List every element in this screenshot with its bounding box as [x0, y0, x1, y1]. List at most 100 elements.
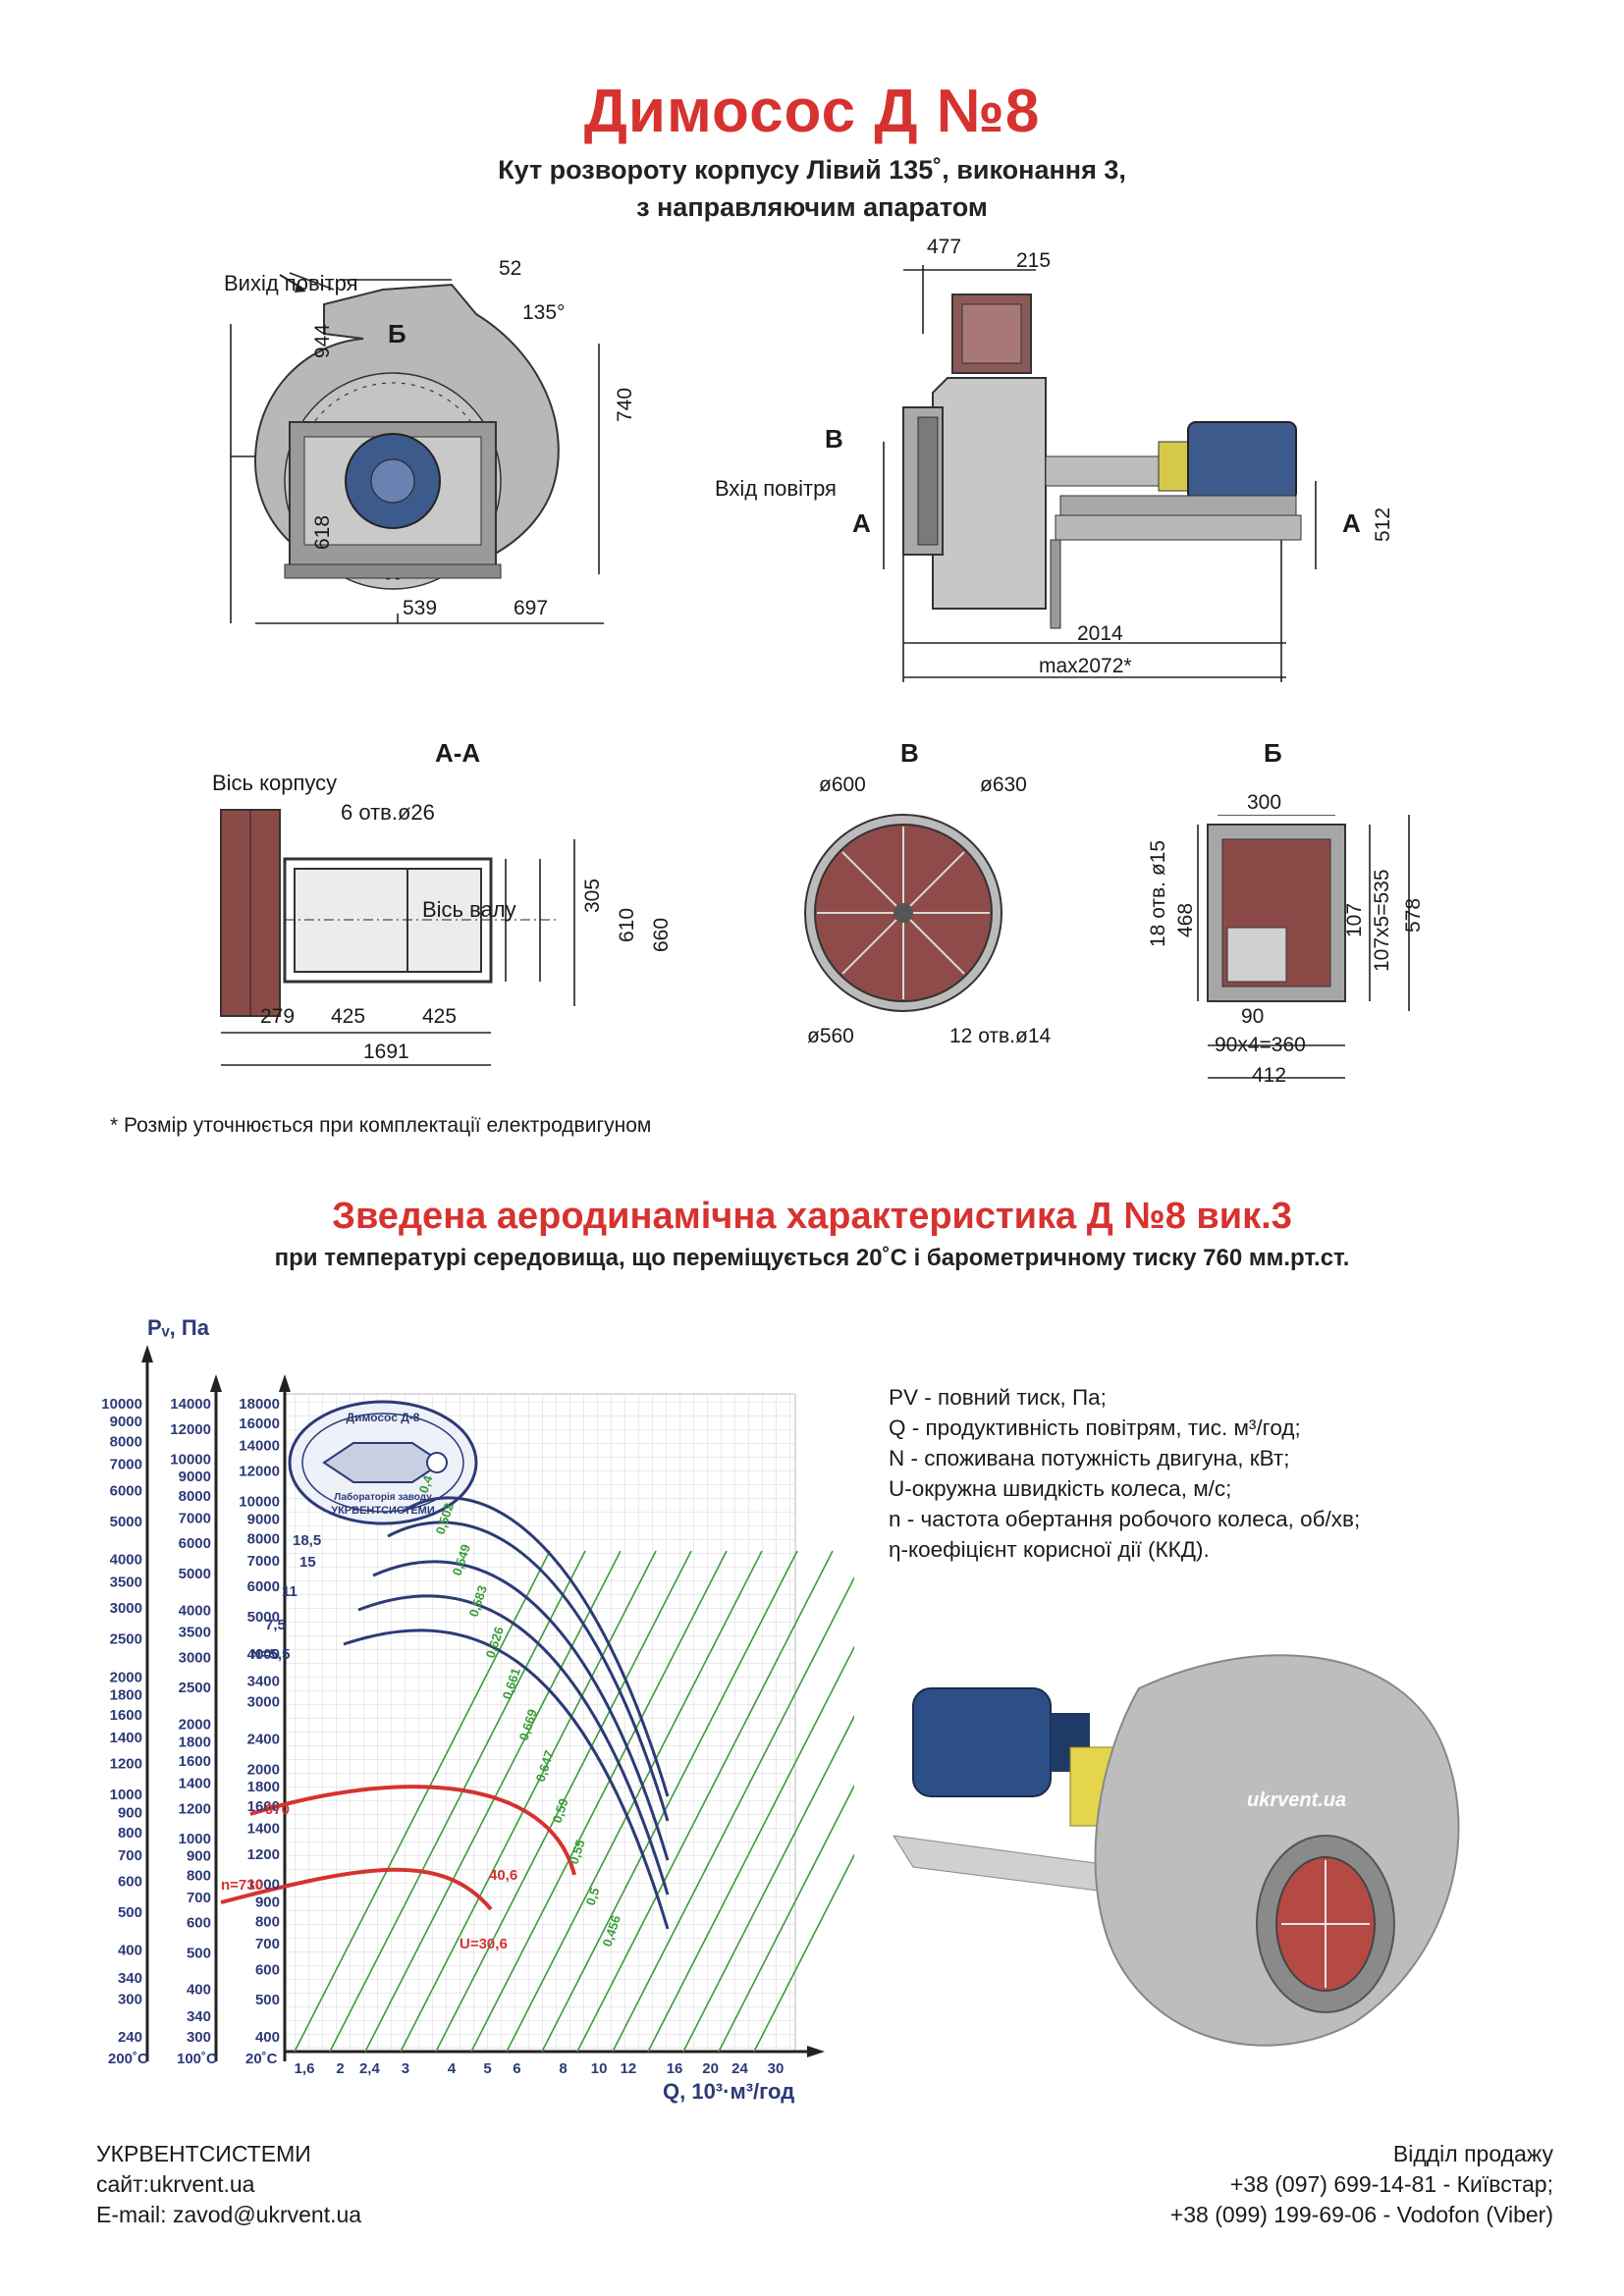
- section-aa-title: А-А: [435, 738, 481, 768]
- y-tick-label: 500: [187, 1945, 211, 1961]
- dim-618: 618: [311, 514, 334, 550]
- power-curve: [402, 1496, 670, 1797]
- section-b-drawing: [1197, 815, 1410, 1079]
- dim-52: 52: [499, 257, 522, 280]
- efficiency-line: [470, 1550, 728, 2053]
- watermark-3d: ukrvent.ua: [1247, 1789, 1346, 1811]
- x-tick-label: 24: [731, 2060, 748, 2077]
- fan-3d-image: ukrvent.ua: [893, 1654, 1460, 2047]
- efficiency-line: [576, 1550, 834, 2053]
- y-tick-label: 500: [255, 1992, 280, 2008]
- y-tick-label: 6000: [179, 1535, 211, 1552]
- v-label: В: [825, 424, 843, 454]
- y-tick-label: 3000: [110, 1600, 142, 1617]
- motor-front-icon: [1187, 421, 1297, 502]
- y-tick-label: 10000: [239, 1494, 280, 1511]
- y-tick-label: 240: [118, 2029, 142, 2046]
- legend-item: η-коефіцієнт корисної дії (ККД).: [889, 1537, 1210, 1562]
- y-tick-label: 9000: [110, 1414, 142, 1430]
- y-tick-label: 2000: [110, 1669, 142, 1685]
- y-tick-label: 700: [255, 1936, 280, 1952]
- efficiency-line: [294, 1550, 551, 2053]
- logo-brand: УКРВЕНТСИСТЕМИ: [331, 1505, 435, 1517]
- y-axis-label: Pᵥ, Па: [147, 1315, 210, 1340]
- shaft-axis-label: Вісь валу: [422, 897, 516, 922]
- efficiency-line: [400, 1550, 657, 2053]
- power-curve: [343, 1629, 670, 1930]
- y-tick-label: 1000: [179, 1831, 211, 1847]
- power-curve: [372, 1560, 670, 1861]
- legend-item: n - частота обертання робочого колеса, о…: [889, 1507, 1361, 1531]
- footer-right: Відділ продажу +38 (097) 699-14-81 - Киї…: [1170, 2139, 1553, 2230]
- subtitle-line1: Кут розвороту корпусу Лівий 135˚, викона…: [498, 155, 1126, 185]
- section-v-drawing: [804, 814, 1002, 1012]
- footnote: * Розмір уточнюється при комплектації ел…: [110, 1114, 652, 1137]
- y-tick-label: 5000: [179, 1566, 211, 1582]
- y-tick-label: 900: [187, 1848, 211, 1865]
- phone-2[interactable]: +38 (099) 199-69-06 - Vodofon (Viber): [1169, 2202, 1553, 2227]
- y-tick-label: 4000: [179, 1602, 211, 1619]
- efficiency-line: [753, 1853, 854, 2053]
- x-axis-label: Q, 10³·м³/год: [663, 2079, 794, 2104]
- speed-curve-970: [249, 1785, 576, 1876]
- dim-215: 215: [1016, 249, 1052, 272]
- y-tick-label: 7000: [247, 1553, 280, 1570]
- power-label: N=5,5: [250, 1646, 290, 1663]
- y-tick-label: 4000: [247, 1646, 280, 1663]
- dim-305: 305: [581, 878, 604, 913]
- efficiency-label: 0,59: [550, 1796, 571, 1825]
- x-tick-label: 2: [336, 2060, 344, 2077]
- x-tick-label: 1,6: [295, 2060, 315, 2077]
- y-tick-label: 600: [187, 1915, 211, 1932]
- y-tick-label: 3500: [179, 1625, 211, 1641]
- dim-2014: 2014: [1077, 622, 1123, 645]
- y-tick-label: 1600: [110, 1707, 142, 1724]
- x-tick-label: 6: [513, 2060, 520, 2077]
- y-tick-label: 2000: [179, 1717, 211, 1734]
- a-label-right: А: [1342, 508, 1361, 538]
- dim-max2072: max2072*: [1039, 655, 1132, 677]
- dim-697: 697: [514, 597, 549, 619]
- y-tick-label: 1800: [179, 1734, 211, 1750]
- y-tick-label: 12000: [239, 1464, 280, 1480]
- outlet-label: Вихід повітря: [224, 271, 358, 295]
- y-tick-label: 1400: [247, 1821, 280, 1838]
- y-tick-label: 1600: [179, 1753, 211, 1770]
- y-tick-label: 2000: [247, 1761, 280, 1778]
- y-tick-label: 1000: [247, 1877, 280, 1894]
- dim-90: 90: [1241, 1005, 1265, 1028]
- y-tick-label: 4000: [110, 1551, 142, 1568]
- y-tick-label: 14000: [170, 1396, 211, 1413]
- y-tick-label: 5000: [110, 1514, 142, 1530]
- y-tick-label: 2500: [179, 1680, 211, 1696]
- y-tick-label: 700: [187, 1890, 211, 1906]
- y-tick-label: 340: [187, 2008, 211, 2025]
- efficiency-line: [682, 1714, 854, 2053]
- dim-1691: 1691: [363, 1041, 409, 1063]
- b-label: Б: [388, 319, 406, 348]
- y-tick-label: 1000: [110, 1787, 142, 1803]
- efficiency-line: [541, 1550, 798, 2053]
- sales-title: Відділ продажу: [1392, 2141, 1553, 2166]
- y-tick-label: 400: [118, 1943, 142, 1959]
- efficiency-line: [329, 1550, 586, 2053]
- section-aa-drawing: [220, 809, 575, 1066]
- phone-1[interactable]: +38 (097) 699-14-81 - Київстар;: [1229, 2171, 1553, 2197]
- y-tick-label: 1800: [110, 1687, 142, 1704]
- y-tick-label: 3000: [247, 1694, 280, 1711]
- email-link[interactable]: E-mail: zavod@ukrvent.ua: [96, 2202, 362, 2227]
- subtitle-line2: з направляючим апаратом: [636, 192, 988, 222]
- dim-300: 300: [1247, 791, 1282, 814]
- legend-item: N - споживана потужність двигуна, кВт;: [889, 1446, 1290, 1470]
- section-v-title: В: [900, 738, 919, 768]
- velocity-label: U=30,6: [460, 1936, 508, 1952]
- legend-item: Q - продуктивність повітрям, тис. м³/год…: [889, 1415, 1301, 1440]
- y-tick-label: 1800: [247, 1779, 280, 1795]
- y-tick-label: 6000: [247, 1578, 280, 1595]
- dim-660: 660: [650, 917, 673, 952]
- y-tick-label: 340: [118, 1970, 142, 1987]
- site-link[interactable]: сайт:ukrvent.ua: [96, 2171, 255, 2197]
- dim-holes15: 18 отв. ø15: [1147, 839, 1169, 947]
- chart-legend: PV - повний тиск, Па; Q - продуктивність…: [889, 1382, 1360, 1565]
- housing-axis-label: Вісь корпусу: [212, 771, 338, 795]
